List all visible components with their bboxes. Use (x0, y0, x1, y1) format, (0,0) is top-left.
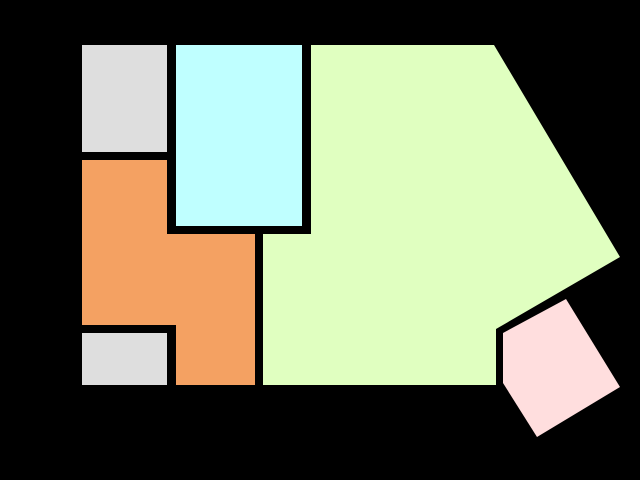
room-orange (82, 160, 255, 385)
room-gray-top-left (82, 45, 167, 152)
room-gray-bottom-left (82, 333, 167, 385)
room-lime (263, 45, 620, 385)
room-cyan (176, 45, 302, 226)
room-pink (503, 299, 620, 437)
